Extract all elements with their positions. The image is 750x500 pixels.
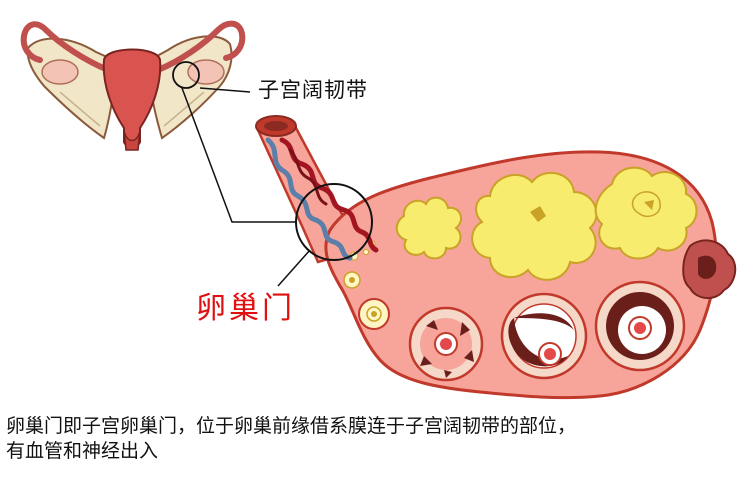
uterus-overview-illustration xyxy=(20,20,246,151)
left-ovary-small xyxy=(41,59,79,85)
mature-follicle xyxy=(594,280,686,372)
corpus-luteum-1 xyxy=(395,196,463,260)
caption-line-2: 有血管和神经出入 xyxy=(6,440,159,462)
tertiary-follicle xyxy=(500,292,588,380)
left-fallopian-tube xyxy=(20,21,111,73)
ovarian-hilum-label: 卵巢门 xyxy=(196,291,295,326)
zoom-connector-line xyxy=(181,87,296,223)
corpus-luteum-large xyxy=(471,172,598,281)
ovarian-artery xyxy=(279,137,379,253)
hilum-marker-small xyxy=(172,61,200,89)
broad-ligament-label: 子宫阔韧带 xyxy=(258,78,368,102)
ovary-enlarged-illustration xyxy=(255,115,737,400)
hilum-pointer-line xyxy=(277,249,311,287)
caption-line-1: 卵巢门即子宫卵巢门，位于卵巢前缘借系膜连于子宫阔韧带的部位， xyxy=(6,415,577,437)
right-fallopian-tube xyxy=(155,20,246,73)
caption: 卵巢门即子宫卵巢门，位于卵巢前缘借系膜连于子宫阔韧带的部位， 有血管和神经出入 xyxy=(6,414,746,464)
secondary-follicle xyxy=(408,306,484,382)
ruptured-follicle xyxy=(682,239,737,299)
right-ovary-small xyxy=(187,59,225,85)
uterus-body xyxy=(102,48,162,148)
corpus-luteum-right xyxy=(594,166,698,260)
ovarian-vein xyxy=(265,137,353,261)
primary-follicle xyxy=(358,298,390,330)
ligament-pointer-line xyxy=(199,87,251,93)
hilum-magnifier-circle xyxy=(295,183,373,261)
cervix xyxy=(123,129,141,151)
